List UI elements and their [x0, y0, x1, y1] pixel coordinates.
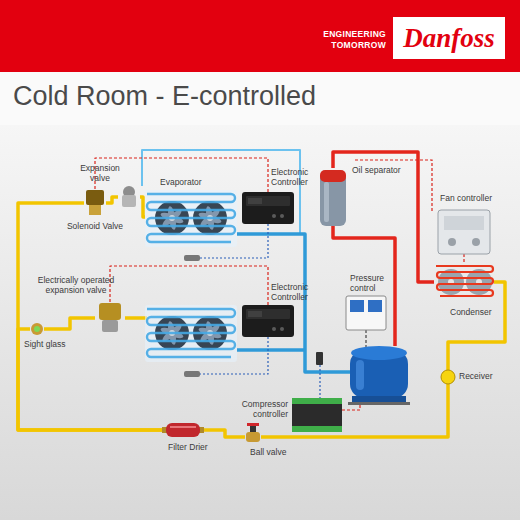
evaporator-symbol [145, 305, 237, 362]
solenoid-valve-symbol [86, 190, 104, 215]
condenser-symbol [436, 266, 493, 296]
discharge-pipe [333, 152, 434, 282]
ball-valve-symbol [246, 423, 260, 442]
liquid-pipe [18, 203, 162, 430]
component-label: Compressor controller [234, 400, 288, 420]
liquid-pipe [44, 318, 95, 329]
sight-glass-symbol [31, 323, 43, 335]
receiver-symbol [441, 370, 455, 384]
header-band [0, 0, 520, 72]
diagram-background [0, 125, 520, 520]
compressor-controller-symbol [292, 398, 342, 432]
electronic-controller: Electronic Controller [242, 305, 294, 337]
ball-valve: Ball valve [245, 430, 261, 444]
component-label: Pressure control [350, 274, 392, 294]
component-label: Electronic Controller [271, 283, 317, 303]
component-label: Sight glass [24, 340, 84, 350]
suction-lines [142, 150, 352, 372]
electronic-expansion-valve-symbol [99, 303, 121, 332]
diagram-title: Cold Room - E-controlled [13, 81, 316, 112]
control-wire [110, 266, 268, 305]
brand-logo: Danfoss [393, 17, 505, 59]
solenoid-valve: Solenoid Valve [84, 190, 106, 216]
component-label: Solenoid Valve [60, 222, 130, 232]
condenser: Condenser [434, 262, 494, 302]
fan-controller-symbol [438, 210, 490, 254]
evaporator: Evaporator [145, 190, 237, 244]
brand-slogan: ENGINEERING TOMORROW [310, 29, 386, 50]
control-wire [463, 254, 464, 262]
sight-glass: Sight glass [30, 322, 44, 336]
pressure-control: Pressure control [346, 296, 386, 330]
filter-drier: Filter Drier [162, 422, 204, 438]
electronic-controller: Electronic Controller [242, 192, 294, 224]
component-label: Oil separator [352, 166, 422, 176]
filter-drier-symbol [162, 423, 204, 437]
component-label: Electrically operated expansion valve [30, 276, 122, 296]
liquid-pipe [140, 197, 145, 217]
oil-separator-symbol [320, 170, 346, 226]
liquid-line [125, 318, 147, 319]
component-label: Receiver [459, 372, 509, 382]
controller-symbol [242, 192, 294, 224]
evaporator-symbol [145, 190, 237, 247]
component-label: Expansion valve [76, 164, 124, 184]
pressure-control-symbol [346, 296, 386, 330]
electronic-expansion-valve: Electrically operated expansion valve [95, 303, 125, 333]
component-label: Evaporator [160, 178, 220, 188]
component-label: Ball valve [250, 448, 300, 458]
oil-separator: Oil separator [320, 168, 346, 226]
liquid-pipe [106, 197, 118, 203]
fan-controller: Fan controller [438, 210, 490, 254]
compressor-symbol [348, 346, 410, 405]
component-label: Filter Drier [168, 443, 228, 453]
component-label: Fan controller [440, 194, 504, 204]
component-label: Condenser [450, 308, 510, 318]
liquid-pipe [204, 430, 245, 437]
logo-plate [393, 17, 505, 59]
compressor-controller: Compressor controller [292, 398, 342, 432]
expansion-valve: Expansion valve [118, 186, 140, 208]
expansion-valve-symbol [122, 186, 136, 207]
receiver: Receiver [441, 370, 455, 384]
liquid-pipe [18, 329, 162, 430]
discharge-line [333, 226, 395, 346]
controller-symbol [242, 305, 294, 337]
component-label: Electronic Controller [271, 168, 317, 188]
control-wire [95, 158, 268, 192]
